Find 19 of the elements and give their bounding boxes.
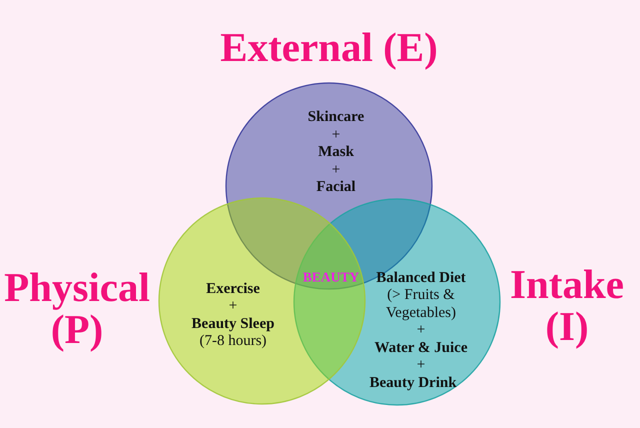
item-label: Beauty Drink bbox=[369, 374, 457, 392]
circle-heading: External (E) bbox=[219, 26, 439, 68]
circle-heading: Physical (P) bbox=[3, 266, 151, 350]
plus-sign: + bbox=[416, 357, 426, 374]
item-label: Mask bbox=[318, 144, 354, 162]
item-label: Skincare bbox=[308, 109, 364, 126]
item-label: Beauty Sleep bbox=[192, 316, 274, 333]
item-label: Balanced Diet bbox=[376, 270, 466, 287]
plus-sign: + bbox=[332, 126, 340, 144]
item-label: Exercise bbox=[206, 280, 260, 298]
circle-heading: Intake (I) bbox=[509, 263, 625, 347]
plus-sign: + bbox=[228, 298, 238, 316]
item-label: Facial bbox=[316, 179, 356, 196]
plus-sign: + bbox=[332, 162, 340, 179]
center-label: BEAUTY bbox=[302, 269, 360, 284]
note-text: (> Fruits & Vegetables) bbox=[385, 287, 457, 322]
plus-sign: + bbox=[416, 322, 426, 340]
note-text: (7-8 hours) bbox=[199, 333, 267, 350]
item-label: Water & Juice bbox=[374, 340, 468, 357]
